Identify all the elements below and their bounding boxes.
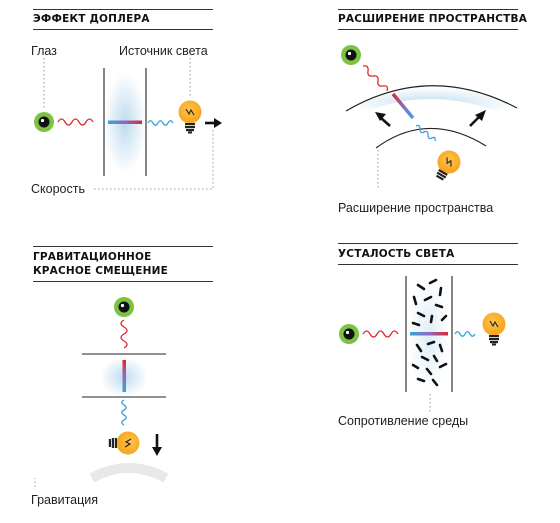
light-bulb-icon — [482, 312, 506, 346]
title-rule-gravity — [33, 246, 213, 247]
redshift-bar — [391, 92, 415, 120]
wave-icon — [415, 124, 436, 142]
arrow-icon — [469, 110, 486, 127]
tired-light-diagram — [339, 276, 506, 412]
medium-resistance-caption: Сопротивление среды — [338, 414, 469, 428]
expansion-title: РАСШИРЕНИЕ ПРОСТРАНСТВА — [338, 13, 528, 25]
wave-icon — [362, 65, 389, 92]
doppler-title: ЭФФЕКТ ДОПЛЕРА — [33, 13, 150, 25]
wave-icon — [121, 399, 127, 426]
wave-icon — [362, 330, 399, 338]
gravity-title-line2: КРАСНОЕ СМЕЩЕНИЕ — [33, 265, 169, 277]
arrow-icon — [152, 434, 162, 456]
velocity-label: Скорость — [31, 182, 85, 196]
wave-icon — [147, 120, 174, 126]
eye-icon — [339, 324, 359, 344]
redshift-bar — [122, 360, 126, 392]
title-rule-expansion — [338, 9, 518, 10]
title-rule-doppler-bottom — [33, 29, 213, 30]
arrow-icon — [375, 112, 391, 127]
gravity-caption: Гравитация — [31, 493, 99, 507]
expansion-caption: Расширение пространства — [338, 201, 494, 215]
eye-icon — [114, 297, 134, 317]
eye-label: Глаз — [31, 44, 57, 58]
expansion-diagram — [341, 45, 518, 188]
arrow-icon — [205, 118, 222, 128]
title-rule-gravity-bottom — [33, 281, 213, 282]
doppler-diagram — [34, 58, 222, 190]
wave-icon — [454, 331, 476, 337]
redshift-bar — [410, 332, 448, 336]
wave-icon — [57, 118, 94, 126]
light-bulb-icon — [178, 100, 202, 134]
redshift-bar — [108, 120, 142, 124]
tired-light-title: УСТАЛОСТЬ СВЕТА — [338, 248, 455, 260]
title-rule-tired-bottom — [338, 264, 518, 265]
light-bulb-icon — [108, 431, 140, 455]
title-rule-expansion-bottom — [338, 29, 518, 30]
gravity-diagram — [34, 297, 169, 487]
medium-particles — [411, 278, 448, 387]
title-rule-tired — [338, 243, 518, 244]
title-rule-doppler — [33, 9, 213, 10]
gravity-title-line1: ГРАВИТАЦИОННОЕ — [33, 251, 152, 263]
light-source-label: Источник света — [119, 44, 208, 58]
wave-icon — [120, 319, 128, 349]
eye-icon — [34, 112, 54, 132]
eye-icon — [341, 45, 361, 65]
light-bulb-icon — [435, 150, 461, 181]
